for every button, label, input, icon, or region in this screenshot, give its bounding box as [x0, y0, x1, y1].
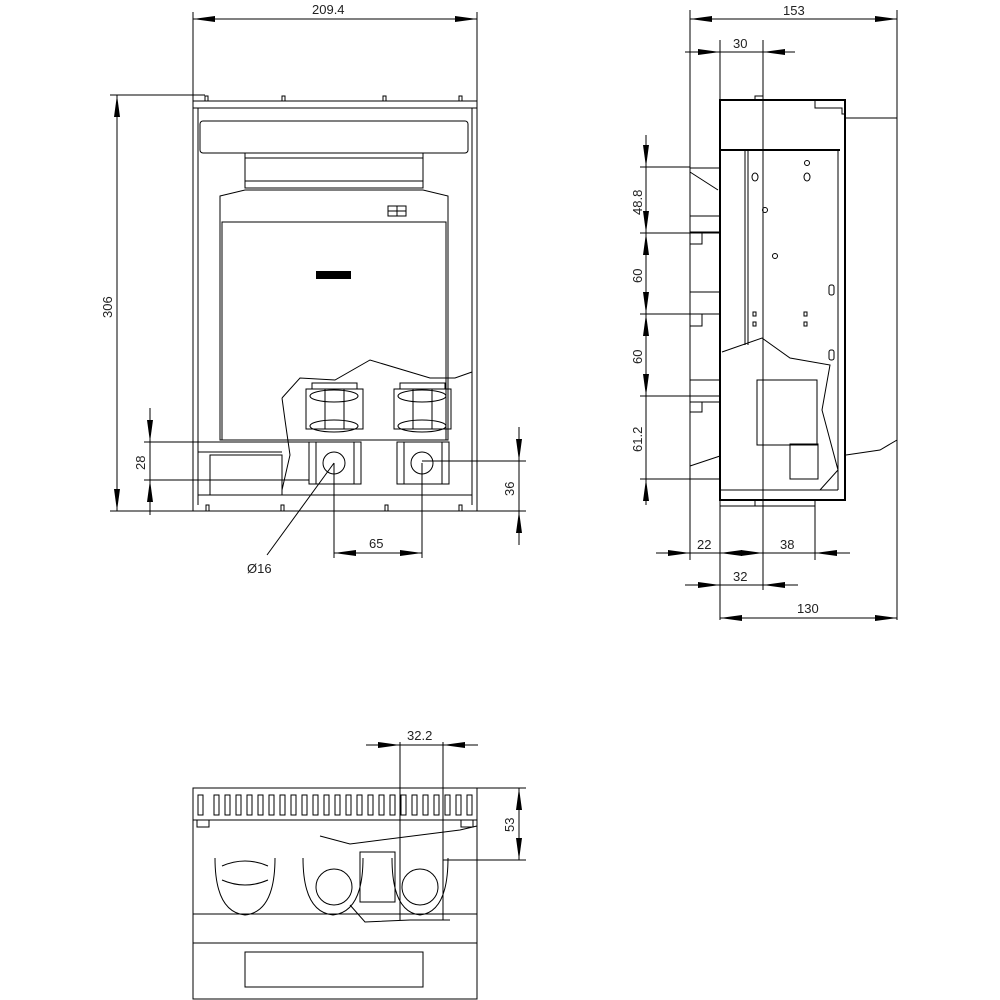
dim-side-60a: 60	[630, 269, 645, 283]
vent-slots	[197, 794, 473, 816]
dim-side-30: 30	[733, 36, 747, 51]
dim-bottom-height: 53	[502, 818, 517, 832]
terminal-right	[393, 382, 452, 485]
dim-side-130: 130	[797, 601, 819, 616]
dim-bottom-pitch: 32.2	[407, 728, 432, 743]
front-view: 209.4 306 28 36 65 Ø16	[100, 2, 526, 576]
dim-front-width: 209.4	[312, 2, 345, 17]
dim-side-38: 38	[780, 537, 794, 552]
dim-side-61-2: 61.2	[630, 427, 645, 452]
dim-side-60b: 60	[630, 350, 645, 364]
terminal-left	[305, 382, 364, 485]
dim-front-hole: Ø16	[247, 561, 272, 576]
dim-side-32: 32	[733, 569, 747, 584]
dim-side-22: 22	[697, 537, 711, 552]
bottom-view: 32.2 53	[192, 728, 526, 1000]
side-view: 153 30 48.8 60 60 61.2 22 38	[630, 3, 898, 621]
dim-side-48-8: 48.8	[630, 190, 645, 215]
dim-front-height: 306	[100, 296, 115, 318]
dim-front-28: 28	[133, 456, 148, 470]
dim-front-65: 65	[369, 536, 383, 551]
dim-front-36: 36	[502, 482, 517, 496]
dim-side-depth: 153	[783, 3, 805, 18]
